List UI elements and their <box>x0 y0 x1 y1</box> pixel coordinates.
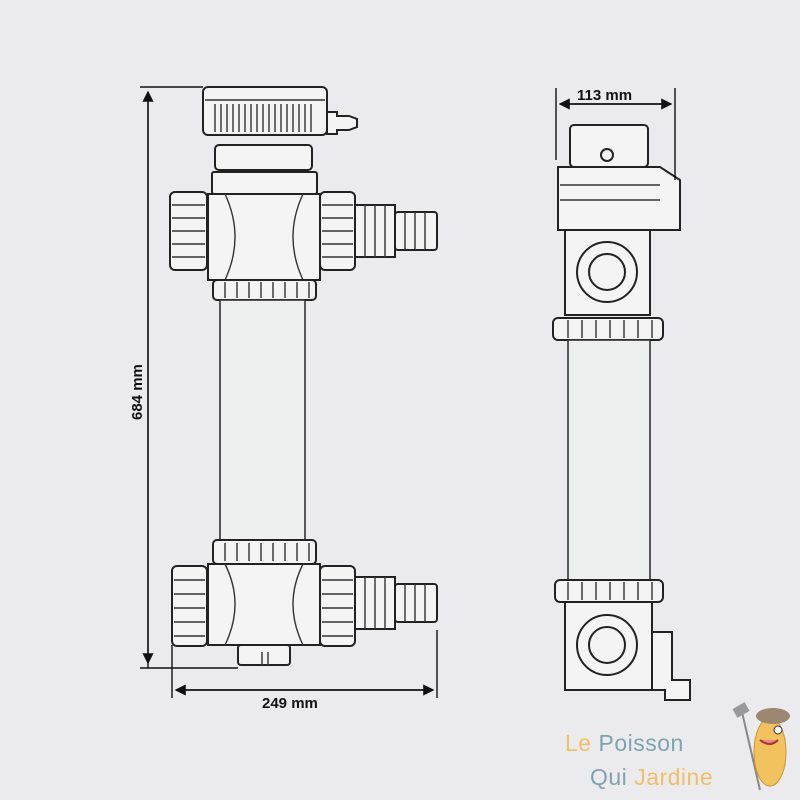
logo-line-2: Qui Jardine <box>590 764 713 791</box>
drain-plug <box>237 644 291 666</box>
union-nut-left-bottom <box>171 565 208 647</box>
width-dimension-side: 113 mm <box>555 87 676 180</box>
height-label: 684 mm <box>129 364 146 420</box>
uv-tube <box>219 299 306 541</box>
front-view <box>169 86 438 666</box>
logo-line-1: Le Poisson <box>565 730 684 757</box>
side-view <box>552 124 691 701</box>
side-ring-top <box>552 317 664 341</box>
fish-mascot-logo <box>732 702 790 791</box>
collar <box>214 144 313 171</box>
height-dimension: 684 mm <box>129 86 238 669</box>
ring-top <box>212 279 317 301</box>
mounting-bracket <box>651 631 691 701</box>
logo-qui: Qui <box>590 764 628 790</box>
ring-bottom <box>212 539 317 565</box>
cable-gland <box>326 111 358 135</box>
logo-jardine: Jardine <box>634 764 714 790</box>
side-ring-bottom <box>554 579 664 603</box>
logo-le: Le <box>565 730 592 756</box>
width-side-label: 113 mm <box>577 87 632 104</box>
side-uv-tube <box>567 339 651 581</box>
width-front-label: 249 mm <box>262 695 318 712</box>
logo-poisson: Poisson <box>598 730 684 756</box>
union-nut-right-bottom <box>319 565 356 647</box>
width-dimension-front: 249 mm <box>171 630 438 712</box>
